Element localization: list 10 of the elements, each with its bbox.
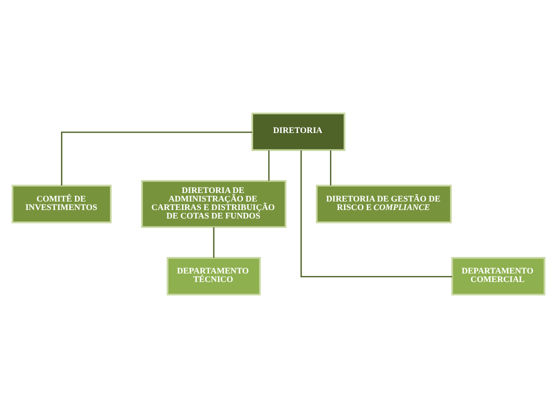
connector [61, 131, 252, 186]
node-box: DEPARTAMENTO TÉCNICO [166, 256, 261, 295]
connector [213, 226, 214, 258]
node-box: DEPARTAMENTO COMERCIAL [451, 256, 546, 295]
node-box: COMITÊ DE INVESTIMENTOS [12, 184, 112, 223]
connector [330, 150, 332, 185]
connector [268, 150, 270, 180]
node-box: DIRETORIA [251, 112, 346, 151]
node-box: DIRETORIA DE GESTÃO DE RISCO E COMPLIANCE [316, 184, 452, 223]
node-box: DIRETORIA DE ADMINISTRAÇÃO DE CARTEIRAS E DISTRIBUIÇÃO DE COTAS DE FUNDOS [141, 180, 286, 228]
